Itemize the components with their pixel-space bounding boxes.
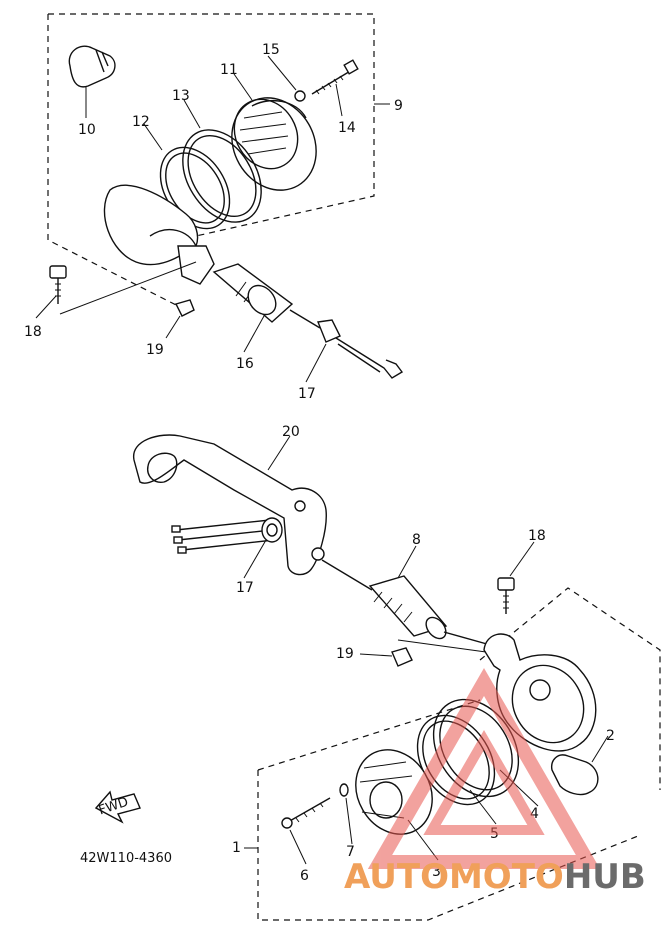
callout-leaders [35, 55, 609, 865]
bulb-10 [68, 45, 116, 88]
callout-15: 15 [262, 42, 280, 58]
callout-14: 14 [338, 120, 356, 136]
grommet-17-lower [266, 523, 278, 537]
housing-lower [483, 633, 597, 752]
nut-19-lower [391, 647, 413, 667]
rim-ring-13 [182, 129, 262, 223]
callout-9: 9 [394, 98, 403, 114]
callout-13: 13 [172, 88, 190, 104]
wire-harness [171, 517, 283, 554]
housing-upper [103, 184, 215, 285]
socket-16 [212, 263, 404, 379]
upper-assembly-boundary [47, 13, 390, 309]
callout-3: 3 [432, 864, 441, 880]
callout-19-upper: 19 [146, 342, 164, 358]
bolt-18-lower [497, 577, 515, 614]
part-code: 42W110-4360 [80, 851, 172, 866]
callout-12: 12 [132, 114, 150, 130]
bracket-20 [133, 434, 327, 576]
nut-15 [294, 90, 306, 102]
callout-17-upper: 17 [298, 386, 316, 402]
fwd-arrow-icon: FWD [94, 790, 141, 824]
socket-8 [321, 559, 495, 647]
screw-14 [311, 59, 359, 95]
callout-18-lower: 18 [528, 528, 546, 544]
bulb-2 [551, 754, 599, 796]
callout-2: 2 [606, 728, 615, 744]
watermark-logo: AUTOMOTOHUB [344, 668, 646, 897]
callout-7: 7 [346, 844, 355, 860]
callout-18-upper: 18 [24, 324, 42, 340]
lens-11 [231, 97, 317, 191]
callout-8: 8 [412, 532, 421, 548]
lower-assembly-boundary [244, 587, 661, 921]
callout-16: 16 [236, 356, 254, 372]
watermark-text: AUTOMOTOHUB [344, 857, 646, 897]
washer-7 [339, 783, 349, 797]
callout-11: 11 [220, 62, 238, 78]
bolt-18-upper [49, 265, 67, 304]
callout-19-lower: 19 [336, 646, 354, 662]
watermark-text-right: HUB [564, 857, 646, 897]
screw-6 [281, 797, 331, 829]
callout-17-lower: 17 [236, 580, 254, 596]
callout-4: 4 [530, 806, 539, 822]
watermark-text-left: AUTOMOTO [344, 857, 564, 897]
watermark-triangle-icon [367, 668, 601, 869]
nut-19-upper [174, 299, 195, 317]
callout-6: 6 [300, 868, 309, 884]
callout-20: 20 [282, 424, 300, 440]
callout-10: 10 [78, 122, 96, 138]
callout-1: 1 [232, 840, 241, 856]
